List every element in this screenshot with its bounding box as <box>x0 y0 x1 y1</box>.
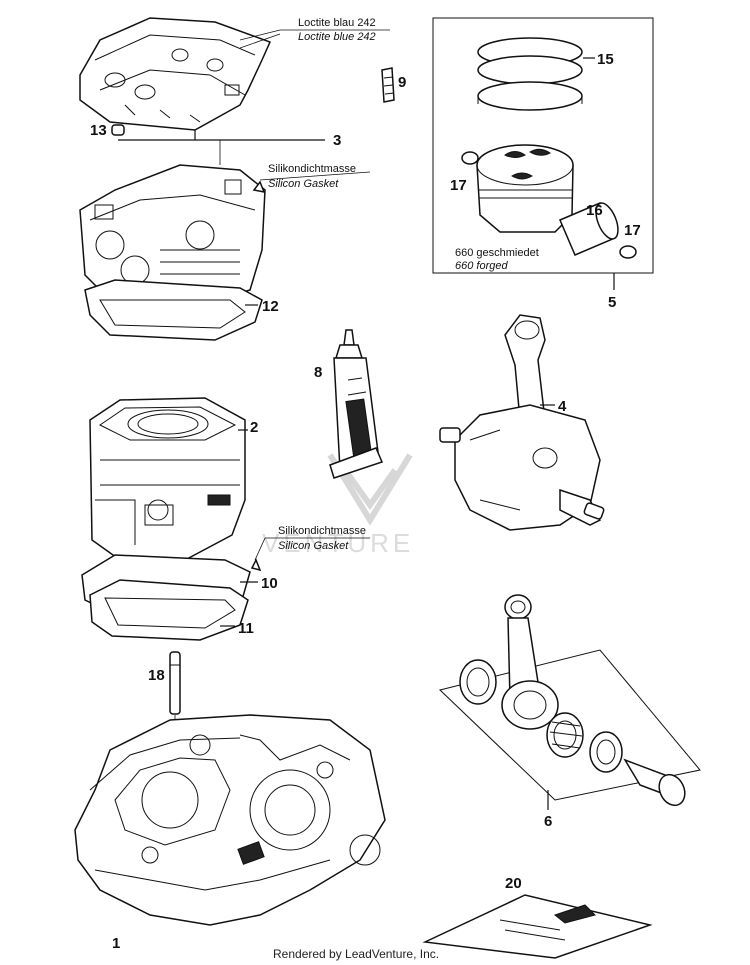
callout-12: 12 <box>262 298 279 315</box>
circlip-right <box>619 245 637 259</box>
callout-15: 15 <box>597 51 614 68</box>
callout-13: 13 <box>90 122 107 139</box>
thrust-washer-left <box>459 659 497 705</box>
needle-bearing <box>546 712 584 758</box>
cylinder-head <box>79 17 272 131</box>
callout-17-right: 17 <box>624 222 641 239</box>
callout-18: 18 <box>148 667 165 684</box>
piston-rings <box>477 37 583 111</box>
loctite-note-de: Loctite blau 242 <box>298 17 376 29</box>
crank-pin <box>623 758 686 807</box>
valve-cotter <box>381 67 395 103</box>
gasket-set-card <box>422 894 653 959</box>
head-gasket <box>84 279 263 341</box>
callout-8: 8 <box>314 364 322 381</box>
silicon-note-mid-de: Silikondichtmasse <box>278 525 366 537</box>
callout-3: 3 <box>333 132 341 149</box>
piston-kit-box <box>432 17 654 274</box>
base-gasket-11 <box>89 579 249 641</box>
callout-16: 16 <box>586 202 603 219</box>
callout-17-left: 17 <box>450 177 467 194</box>
watermark-logo: VENTURE <box>262 453 414 558</box>
loctite-note-en: Loctite blue 242 <box>298 31 376 43</box>
callout-5: 5 <box>608 294 616 311</box>
stud-pin <box>169 651 181 715</box>
sealant-tube <box>329 329 384 479</box>
silicon-note-mid-en: Silicon Gasket <box>278 540 349 552</box>
conrod-kit-outline <box>438 649 701 801</box>
callout-20: 20 <box>505 875 522 892</box>
silicon-drop-top <box>252 180 266 194</box>
callout-1: 1 <box>112 935 120 952</box>
callout-10: 10 <box>261 575 278 592</box>
callout-4: 4 <box>558 398 567 415</box>
thrust-washer-right <box>589 731 623 773</box>
callout-11: 11 <box>238 620 254 637</box>
watermark-text: VENTURE <box>262 528 414 558</box>
callout-9: 9 <box>398 74 406 91</box>
callout-6: 6 <box>544 813 552 830</box>
credit-text: Rendered by LeadVenture, Inc. <box>273 947 439 961</box>
piston <box>476 144 574 233</box>
piston-pin <box>559 202 619 256</box>
piston-note-de: 660 geschmiedet <box>455 247 539 259</box>
crankshaft <box>439 314 605 531</box>
silicon-note-top-de: Silikondichtmasse <box>268 163 356 175</box>
cylinder <box>89 397 246 561</box>
piston-note-en: 660 forged <box>455 260 508 272</box>
circlip-left <box>461 151 479 165</box>
crankcase <box>74 714 386 926</box>
callout-2: 2 <box>250 419 258 436</box>
silicon-note-top-en: Silicon Gasket <box>268 178 339 190</box>
connecting-rod <box>501 594 559 730</box>
dowel-sleeve <box>111 124 125 136</box>
